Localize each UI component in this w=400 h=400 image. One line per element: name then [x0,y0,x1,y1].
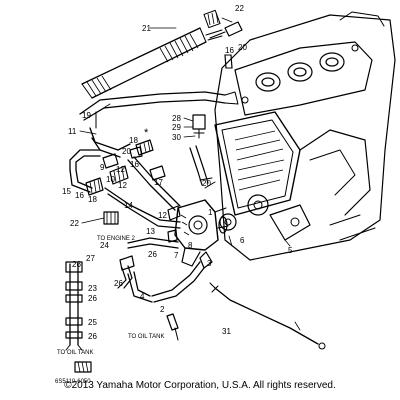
part-22-clamp-lower [103,211,119,225]
part-31-cable [209,282,326,350]
part-label-16-mid: 16 [130,160,139,169]
part-14-hose [69,149,101,193]
part-label-12-c: 12 [158,211,167,220]
part-label-17: 17 [154,178,163,187]
to-engine-hose [117,237,179,289]
part-label-14: 14 [124,201,133,210]
note-to-engine: TO ENGINE 2 [97,236,136,242]
part-label-25: 25 [88,318,97,327]
part-label-26-e: 26 [88,332,97,341]
copyright-notice: ©2013 Yamaha Motor Corporation, U.S.A. A… [64,380,336,391]
part-10-check-valve [109,165,129,185]
part-label-20-right: 20 [202,179,211,188]
part-4-hose [127,261,205,303]
part-label-12-b: 12 [118,181,127,190]
part-label-27: 27 [86,254,95,263]
part-label-18-a: 18 [129,136,138,145]
drawing-code: 6S5110-6050 [55,379,91,385]
part-16-hose-top [224,54,233,69]
part-6-o-ring [218,216,228,234]
star-mark: * [144,127,149,139]
part-label-5: 5 [288,246,293,255]
part-label-1: 1 [208,208,213,217]
part-label-15: 15 [62,187,71,196]
part-19-long-hose [79,91,239,121]
part-18-connector-lower [85,177,104,196]
part-label-28: 28 [172,114,181,123]
part-label-22-lower: 22 [70,219,79,228]
part-labels: 21 22 20 16 19 11 28 29 30 * 18 20 16 12… [62,4,293,341]
part-label-16-top: 16 [225,46,234,55]
part-label-26-c: 26 [88,294,97,303]
part-label-9: 9 [100,163,105,172]
part-label-12-a: 12 [116,165,125,174]
part-label-11: 11 [68,127,77,136]
part-label-20-top: 20 [238,43,247,52]
part-20-joint-mid [129,146,143,159]
part-label-24: 24 [100,241,109,250]
part-28-30-fitting-group [189,114,216,189]
part-label-22-top: 22 [235,4,244,13]
oil-line-left [65,261,83,351]
part-label-21: 21 [142,24,151,33]
part-label-13: 13 [146,227,155,236]
part-3-bracket [199,251,213,269]
part-label-2: 2 [160,305,165,314]
part-label-3: 3 [207,259,212,268]
part-21-ribbed-pipe [81,27,223,99]
part-label-6: 6 [240,236,245,245]
part-label-20-mid: 20 [122,147,131,156]
part-label-10: 10 [106,175,115,184]
part-13-hose [104,187,181,229]
part-label-26-a: 26 [148,250,157,259]
part-label-26-b: 26 [72,260,81,269]
part-label-18-b: 18 [88,195,97,204]
part-label-29: 29 [172,123,181,132]
yamaha-stamp-icon [74,361,92,373]
leader-lines [79,17,301,331]
part-label-4: 4 [140,292,145,301]
oil-pump-assembly [167,199,229,267]
note-to-oil-tank-left: TO OIL TANK [57,350,93,356]
part-label-30: 30 [172,133,181,142]
part-label-7: 7 [174,251,179,260]
note-to-oil-tank-center: TO OIL TANK [128,334,164,340]
part-label-16-left: 16 [75,191,84,200]
part-17-hose [127,156,181,211]
part-12-joint-a [102,153,119,169]
part-2-fitting [166,313,179,341]
part-label-8: 8 [188,241,193,250]
part-22-clamp-top [203,9,221,29]
part-label-23: 23 [88,284,97,293]
engine-block [214,11,396,261]
part-label-19: 19 [82,111,91,120]
part-label-26-d: 26 [114,279,123,288]
part-label-31: 31 [222,327,231,336]
part-20-fitting-top [209,21,243,39]
diagram-notes: TO ENGINE 2 TO OIL TANK TO OIL TANK 6S51… [55,236,164,385]
